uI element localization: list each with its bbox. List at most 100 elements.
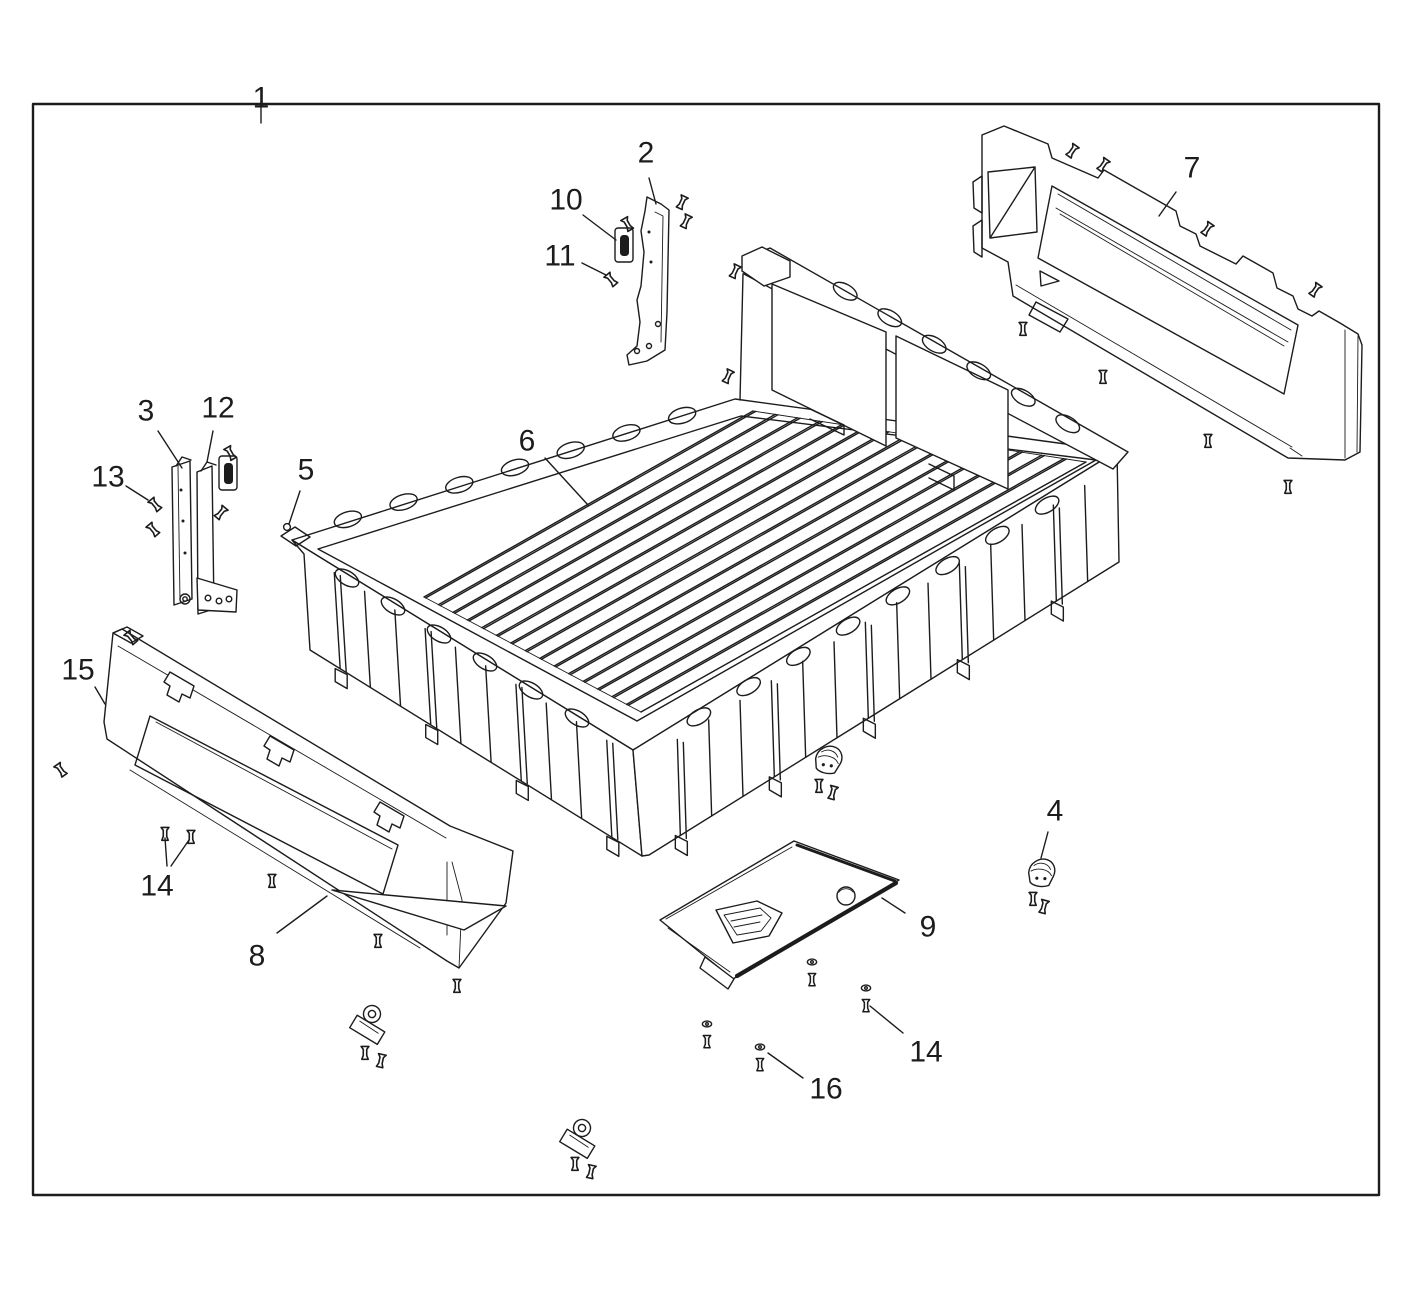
clip-hole	[1043, 877, 1047, 881]
part-8-tailgate	[103, 626, 514, 969]
washer-center	[758, 1044, 763, 1049]
callout-14-left-leader	[170, 839, 190, 867]
access-panel-hole	[836, 886, 856, 906]
bracket-2-hole	[654, 320, 662, 328]
assembly-boundary-box	[31, 102, 1381, 1197]
striker-slot	[224, 463, 233, 484]
rim-bolt-hole	[333, 510, 363, 529]
wall-rib	[394, 609, 402, 707]
push-rivet-icon	[373, 933, 383, 949]
rim-bolt-hole	[1055, 414, 1081, 434]
wall-rib	[1021, 523, 1026, 622]
wall-rib	[801, 660, 807, 759]
callout-14-right-leader	[869, 1005, 904, 1034]
callout-9-leader	[881, 897, 906, 914]
wall-rib	[739, 699, 744, 798]
bracket-3-strap-1-line	[177, 465, 181, 602]
tailgate-bottom-line	[129, 769, 421, 949]
screw-icon	[375, 1052, 387, 1069]
hook-base-line	[569, 1134, 589, 1148]
wall-rib	[895, 602, 901, 700]
callout-10-leader	[582, 214, 617, 241]
wall-rib	[864, 621, 870, 719]
screw-icon	[1308, 281, 1323, 298]
rim-bolt-hole	[785, 646, 811, 667]
fasteners	[53, 142, 1323, 1180]
screw-icon	[53, 761, 68, 778]
wall-channel-tab	[1050, 600, 1065, 622]
rim-bolt-hole	[921, 334, 947, 354]
screw-icon	[145, 521, 161, 538]
push-rivet-icon	[160, 826, 170, 842]
push-rivet-icon	[1018, 321, 1028, 337]
floor-slat-edge	[613, 454, 1045, 699]
wall-channel-tab	[334, 667, 348, 690]
screw-icon	[123, 629, 139, 646]
wall-rib	[770, 680, 776, 778]
floor-slat-edge	[555, 441, 957, 668]
bracket-2-hole	[645, 342, 653, 350]
hook-ring-inner	[367, 1009, 377, 1019]
push-rivet-icon	[1283, 479, 1293, 495]
callout-8-leader	[276, 895, 328, 934]
wall-rib	[606, 739, 613, 838]
rim-bolt-hole	[500, 458, 530, 477]
callout-16-leader	[767, 1052, 804, 1079]
wall-rib	[676, 738, 682, 837]
access-panel-edge-top	[795, 843, 897, 883]
callout-8: 8	[249, 940, 266, 973]
washer-center	[705, 1022, 710, 1027]
part-10-striker	[614, 227, 634, 263]
access-panel-handle	[715, 900, 783, 944]
bracket-3-foot-hole	[215, 597, 223, 605]
washer-icon	[701, 1020, 713, 1028]
wall-channel-tab	[956, 658, 971, 681]
bracket-2-outline	[626, 196, 670, 366]
floor-slat-edge	[453, 417, 801, 614]
tie-down-hook-center	[558, 1118, 596, 1160]
callout-12-leader	[206, 430, 214, 463]
push-rivet-icon	[267, 873, 277, 889]
callout-3: 3	[138, 395, 155, 428]
screw-icon	[1028, 891, 1038, 907]
rim-bolt-hole	[885, 586, 911, 606]
rim-bolt-hole	[984, 525, 1010, 546]
rear-panel-window	[1037, 185, 1299, 395]
rear-panel-left-tabs	[972, 175, 983, 258]
bracket-2-hole	[633, 347, 641, 355]
push-rivet-icon	[186, 829, 196, 845]
part-4-clip	[1027, 858, 1056, 888]
clip-ribs	[1030, 862, 1052, 877]
bracket-3-dot	[181, 519, 185, 523]
access-panel-flange	[699, 956, 735, 990]
part-3-support-bracket	[171, 456, 238, 615]
callout-14-left: 14	[140, 870, 173, 903]
screw-icon	[814, 778, 824, 794]
screw-icon	[675, 194, 690, 211]
part-6-cargo-box	[280, 398, 1120, 857]
rivet-icon	[282, 522, 292, 532]
wall-rib	[989, 543, 995, 641]
floor-slat-edge	[482, 424, 846, 630]
callout-3-leader	[157, 430, 183, 469]
rear-panel-slot-cutout	[1028, 301, 1069, 333]
wall-rib	[424, 627, 432, 726]
assembly-frame	[31, 102, 1381, 1197]
floor-slat-line	[567, 444, 976, 675]
clip-hole	[1035, 876, 1039, 880]
floor-slat-edge	[569, 444, 979, 676]
floor-slat-edge	[468, 420, 823, 622]
callout-4-leader	[1040, 831, 1049, 859]
screw-icon	[702, 1034, 712, 1049]
access-panel-outline	[659, 840, 900, 980]
tailgate-recess-line	[155, 721, 393, 850]
washer-center	[810, 960, 815, 965]
screw-icon	[585, 1163, 597, 1180]
headboard-panel-2	[895, 335, 1009, 490]
callout-10: 10	[549, 184, 582, 217]
cargo-box-headboard	[739, 246, 1129, 491]
headboard-panel-1	[771, 283, 887, 447]
tailgate-latch-3	[373, 801, 405, 833]
